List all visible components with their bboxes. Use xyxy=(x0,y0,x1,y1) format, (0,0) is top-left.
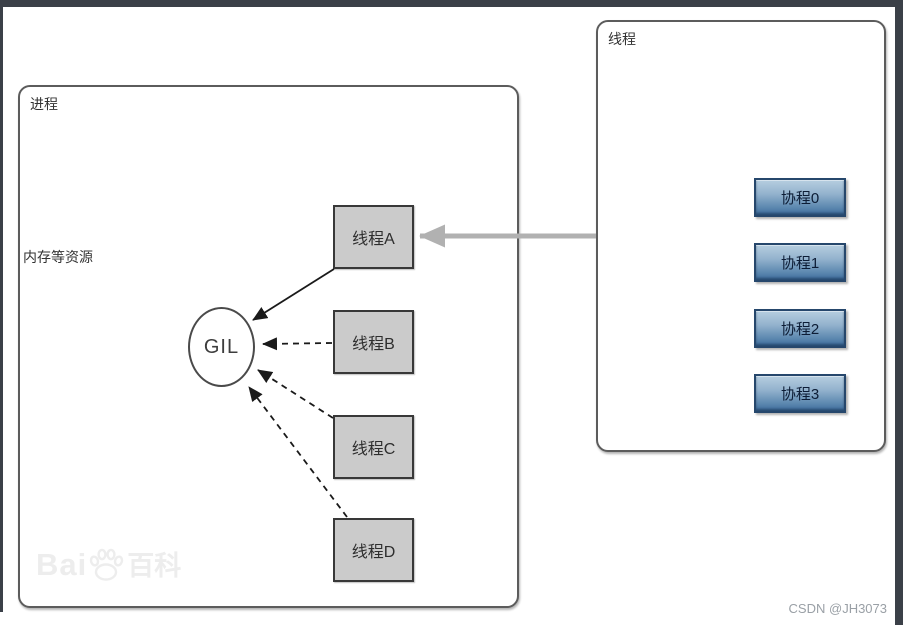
thread-box-c: 线程C xyxy=(333,415,414,479)
thread-box-b: 线程B xyxy=(333,310,414,374)
process-panel: 进程 内存等资源 xyxy=(18,85,519,608)
memory-resource-label: 内存等资源 xyxy=(23,249,93,265)
baidu-watermark-text-1: Bai xyxy=(36,547,88,582)
thread-box-d: 线程D xyxy=(333,518,414,582)
baidu-baike-watermark: Bai 百科 xyxy=(36,547,182,582)
frame-right-border xyxy=(895,0,903,625)
coroutine-box-3: 协程3 xyxy=(754,374,846,413)
baidu-paw-icon xyxy=(90,548,124,581)
thread-panel: 线程 xyxy=(596,20,886,452)
frame-left-border xyxy=(0,0,3,612)
process-panel-label: 进程 xyxy=(30,96,58,112)
frame-top-border xyxy=(0,0,903,7)
coroutine-box-1: 协程1 xyxy=(754,243,846,282)
baidu-watermark-text-2: 百科 xyxy=(127,551,182,581)
gil-node: GIL xyxy=(188,307,255,387)
coroutine-box-2: 协程2 xyxy=(754,309,846,348)
coroutine-box-0: 协程0 xyxy=(754,178,846,217)
thread-box-a: 线程A xyxy=(333,205,414,269)
csdn-watermark: CSDN @JH3073 xyxy=(788,601,887,616)
thread-panel-label: 线程 xyxy=(608,31,636,47)
